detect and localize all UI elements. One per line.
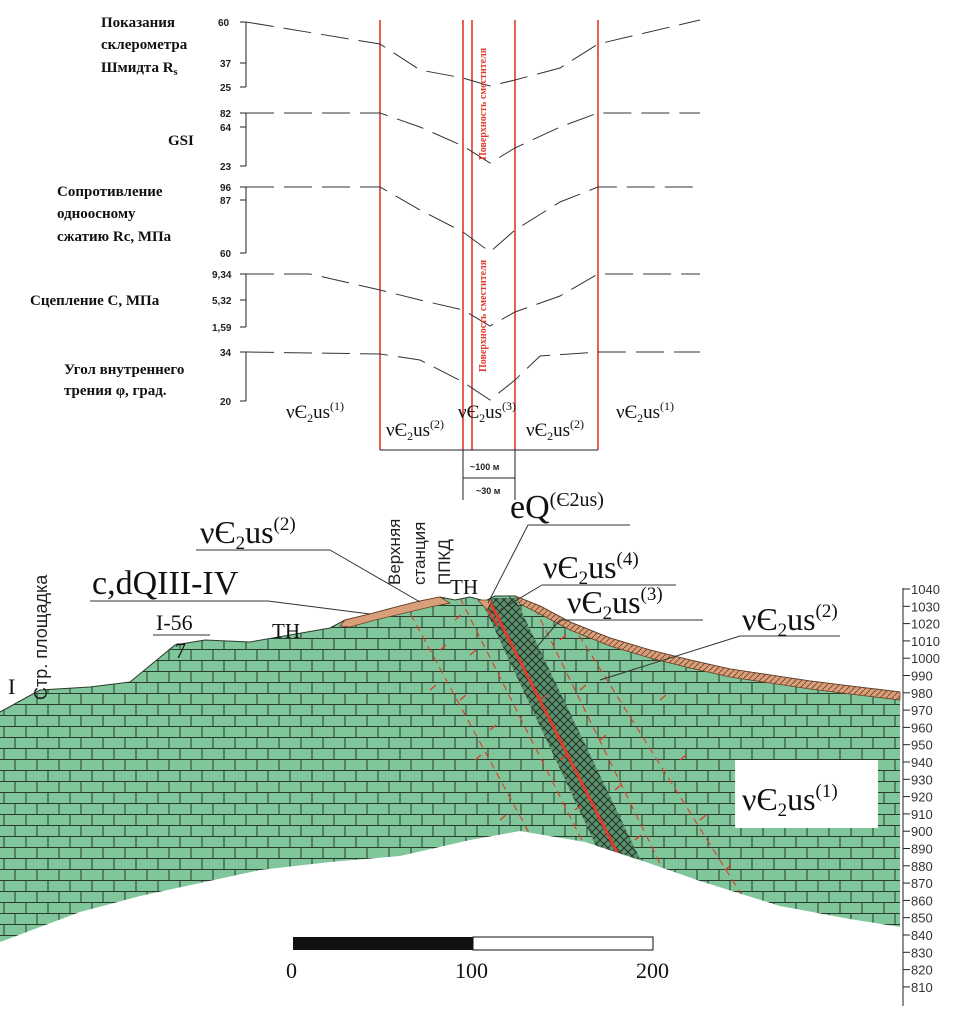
tick-label: 34 <box>220 348 232 359</box>
tn-label-right: ТН <box>450 575 478 599</box>
zone-label-u1-right: νЄ2us(1) <box>616 399 674 425</box>
zone-width-lines <box>380 449 598 500</box>
elevation-tick-label: 1030 <box>911 599 940 614</box>
tick-label: 20 <box>220 397 232 408</box>
fault-surface-label: Поверхность сместителя <box>478 47 489 160</box>
elevation-tick-label: 820 <box>911 963 933 978</box>
param-curve <box>246 112 700 164</box>
geological-section: 1040103010201010100099098097096095094093… <box>0 489 940 1006</box>
param-curve <box>245 19 701 87</box>
elevation-tick-label: 960 <box>911 720 933 735</box>
scale-tick-0: 0 <box>286 958 297 983</box>
width-100-label: ~100 м <box>470 462 500 472</box>
tick-label: 37 <box>220 59 232 70</box>
param-row-rc: Сопротивление одноосному сжатию Rc, МПа … <box>57 183 700 260</box>
param-row-cohesion: Сцепление С, МПа 9,34 5,32 1,59 <box>30 270 700 334</box>
tick-label: 82 <box>220 109 232 120</box>
elevation-tick-label: 850 <box>911 911 933 926</box>
param-curve <box>245 351 700 401</box>
unit-label-u4: νЄ2us(4) <box>543 549 639 589</box>
property-profile: Показания склерометра Шмидта Rs 60 37 25… <box>30 15 701 500</box>
unit-label-u2-left: νЄ2us(2) <box>200 514 296 554</box>
elevation-tick-label: 910 <box>911 807 933 822</box>
tick-label: 96 <box>220 183 232 194</box>
fault-surface-label: Поверхность сместителя <box>478 259 489 372</box>
param-label: Сопротивление одноосному сжатию Rc, МПа <box>57 184 172 245</box>
elevation-tick-label: 980 <box>911 686 933 701</box>
unit-label-u3: νЄ2us(3) <box>567 584 663 624</box>
tick-label: 1,59 <box>212 323 232 334</box>
elevation-axis: 1040 1030 1020 1010 1000 990 980 970 960 950 940 93… <box>902 582 940 1006</box>
elevation-tick-label: 1010 <box>911 634 940 649</box>
elevation-tick-label: 990 <box>911 669 933 684</box>
unit-label-u1: νЄ2us(1) <box>742 781 838 821</box>
elevation-tick-label: 970 <box>911 703 933 718</box>
zone-label-u2-left: νЄ2us(2) <box>386 417 444 443</box>
zone-dashed-boundaries <box>404 597 749 906</box>
elevation-tick-label: 900 <box>911 824 933 839</box>
elevation-tick-label: 860 <box>911 893 933 908</box>
tick-label: 87 <box>220 196 232 207</box>
width-30-label: ~30 м <box>476 486 501 496</box>
profile-end-label: I <box>8 674 15 699</box>
elevation-tick-label: 840 <box>911 928 933 943</box>
elevation-tick-label: 870 <box>911 876 933 891</box>
elevation-tick-label: 920 <box>911 790 933 805</box>
zone-boundaries <box>379 20 599 450</box>
elevation-tick-label: 1020 <box>911 617 940 632</box>
elevation-tick-label: 950 <box>911 738 933 753</box>
i56-label: I-56 <box>156 610 193 635</box>
station-label-line2: станция <box>410 522 429 585</box>
param-curve <box>246 273 700 327</box>
tick-label: 5,32 <box>212 296 232 307</box>
tick-label: 25 <box>220 83 232 94</box>
param-label: Показания склерометра Шмидта Rs <box>101 15 191 78</box>
unit-u1-label-box <box>735 760 878 828</box>
param-curve <box>246 186 700 253</box>
param-row-friction: Угол внутреннего трения φ, град. 34 20 <box>64 348 700 408</box>
zone-label-u2-right: νЄ2us(2) <box>526 417 584 443</box>
param-row-gsi: GSI 82 64 23 <box>168 109 700 173</box>
elevation-tick-label: 1000 <box>911 651 940 666</box>
tick-label: 9,34 <box>212 270 232 281</box>
elevation-tick-label: 940 <box>911 755 933 770</box>
fracture-ticks <box>429 614 732 871</box>
elevation-tick-label: 890 <box>911 842 933 857</box>
param-row-schmidt: Показания склерометра Шмидта Rs 60 37 25 <box>101 15 701 94</box>
station-label-line1: Верхняя <box>385 519 404 585</box>
eq-label: eQ(Є2us) <box>510 489 604 526</box>
cover-layer <box>339 596 452 628</box>
tick-label: 60 <box>220 249 232 260</box>
elevation-tick-label: 930 <box>911 772 933 787</box>
tn-label-left: ТН <box>272 619 300 643</box>
tick-label: 60 <box>218 18 230 29</box>
i56-sub-label: 7 <box>175 638 186 663</box>
tick-label: 23 <box>220 162 232 173</box>
elevation-tick-label: 810 <box>911 980 933 995</box>
param-label: Угол внутреннего трения φ, град. <box>64 362 188 399</box>
elevation-tick-label: 880 <box>911 859 933 874</box>
tick-label: 64 <box>220 123 232 134</box>
scale-bar: 0 100 200 <box>286 936 669 983</box>
leader-lines <box>90 524 840 681</box>
scale-tick-200: 200 <box>636 958 669 983</box>
site-label: Стр. площадка <box>31 574 51 700</box>
elevation-tick-label: 1040 <box>911 582 940 597</box>
cover-hatch <box>515 596 900 700</box>
elevation-tick-label: 830 <box>911 945 933 960</box>
zone-label-u1-left: νЄ2us(1) <box>286 399 344 425</box>
cdq-label: c,dQIII-IV <box>92 565 239 602</box>
zone-label-u3: νЄ2us(3) <box>458 399 516 425</box>
scale-tick-100: 100 <box>455 958 488 983</box>
station-label-line3: ППКД <box>435 539 454 585</box>
param-label: Сцепление С, МПа <box>30 293 160 309</box>
main-fault-line <box>486 597 632 879</box>
param-label: GSI <box>168 133 194 149</box>
unit-label-u2-right: νЄ2us(2) <box>742 601 838 641</box>
